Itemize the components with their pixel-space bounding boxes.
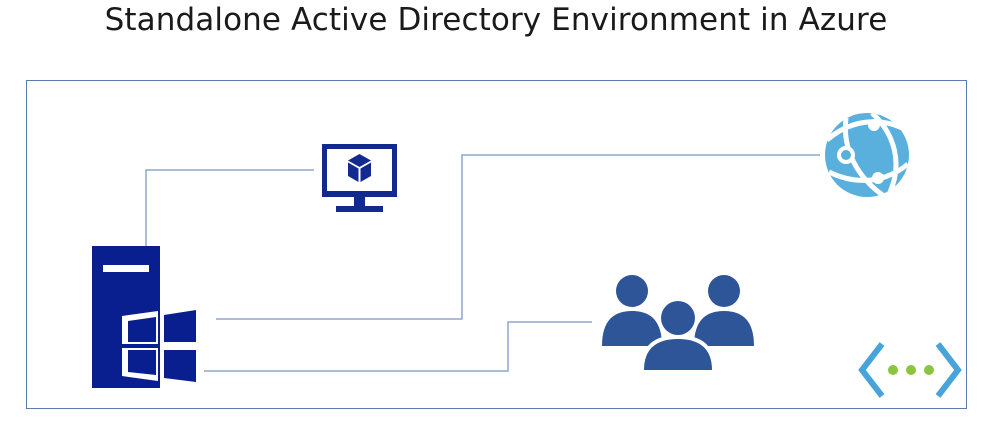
users-group-icon — [602, 275, 754, 372]
connectors — [145, 154, 820, 372]
connector-server-to-users — [204, 321, 592, 372]
azure-web-globe-icon — [825, 111, 910, 199]
connector-server-to-globe — [216, 154, 820, 320]
azure-environment-boundary — [26, 80, 967, 409]
windows-server-icon — [92, 246, 202, 388]
virtual-machine-icon — [322, 144, 397, 212]
diagram-title: Standalone Active Directory Environment … — [104, 2, 888, 38]
virtual-network-icon — [858, 342, 962, 398]
connector-server-to-vm — [145, 169, 314, 246]
